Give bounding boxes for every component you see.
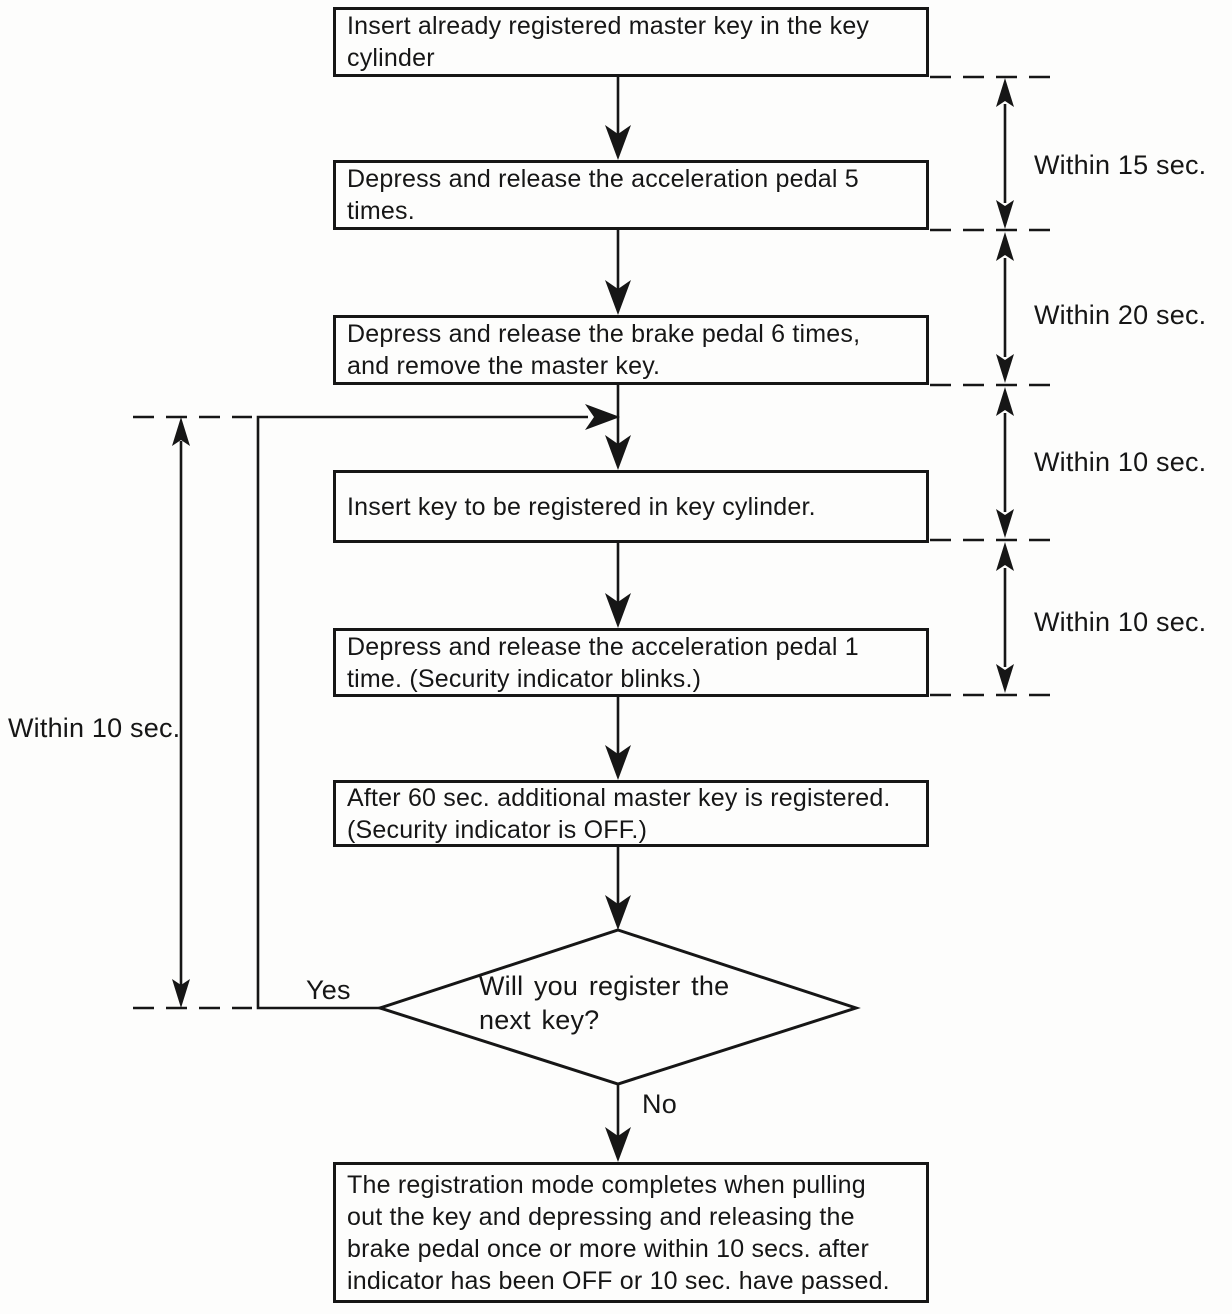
step-text: Insert already registered master key in … [347,12,870,72]
yes-branch-label: Yes [306,975,351,1005]
step-box-brake-pedal-6-times: Depress and release the brake pedal 6 ti… [333,315,929,385]
timing-label-10s-a: Within 10 sec. [1034,447,1207,477]
right-dimension-arrows [996,78,1014,693]
timing-label-15s: Within 15 sec. [1034,150,1207,180]
step-text: The registration mode completes when pul… [347,1170,890,1295]
step-box-accel-pedal-5-times: Depress and release the acceleration ped… [333,160,929,230]
step-box-insert-master-key: Insert already registered master key in … [333,7,929,77]
step-text: Insert key to be registered in key cylin… [347,492,816,521]
decision-diamond [375,928,861,1086]
flow-arrowheads [605,125,631,1162]
decision-question: Will you register the next key? [479,971,730,1035]
dashed-guides [133,75,1052,1010]
no-branch-label: No [642,1089,677,1119]
left-dimension-arrow [172,417,190,1008]
step-text: After 60 sec. additional master key is r… [347,783,891,844]
step-box-registration-complete: The registration mode completes when pul… [333,1162,929,1303]
timing-label-10s-b: Within 10 sec. [1034,607,1207,637]
step-text: Depress and release the brake pedal 6 ti… [347,320,861,380]
step-text: Depress and release the acceleration ped… [347,632,859,693]
timing-label-20s: Within 20 sec. [1034,300,1207,330]
step-box-accel-pedal-1-time: Depress and release the acceleration ped… [333,628,929,697]
yes-loop-arrowhead [585,404,620,430]
step-box-insert-key-to-register: Insert key to be registered in key cylin… [333,470,929,543]
step-box-master-key-registered: After 60 sec. additional master key is r… [333,780,929,847]
timing-label-left-10s: Within 10 sec. [8,713,181,743]
step-text: Depress and release the acceleration ped… [347,165,859,225]
yes-loop-path [256,404,620,1010]
